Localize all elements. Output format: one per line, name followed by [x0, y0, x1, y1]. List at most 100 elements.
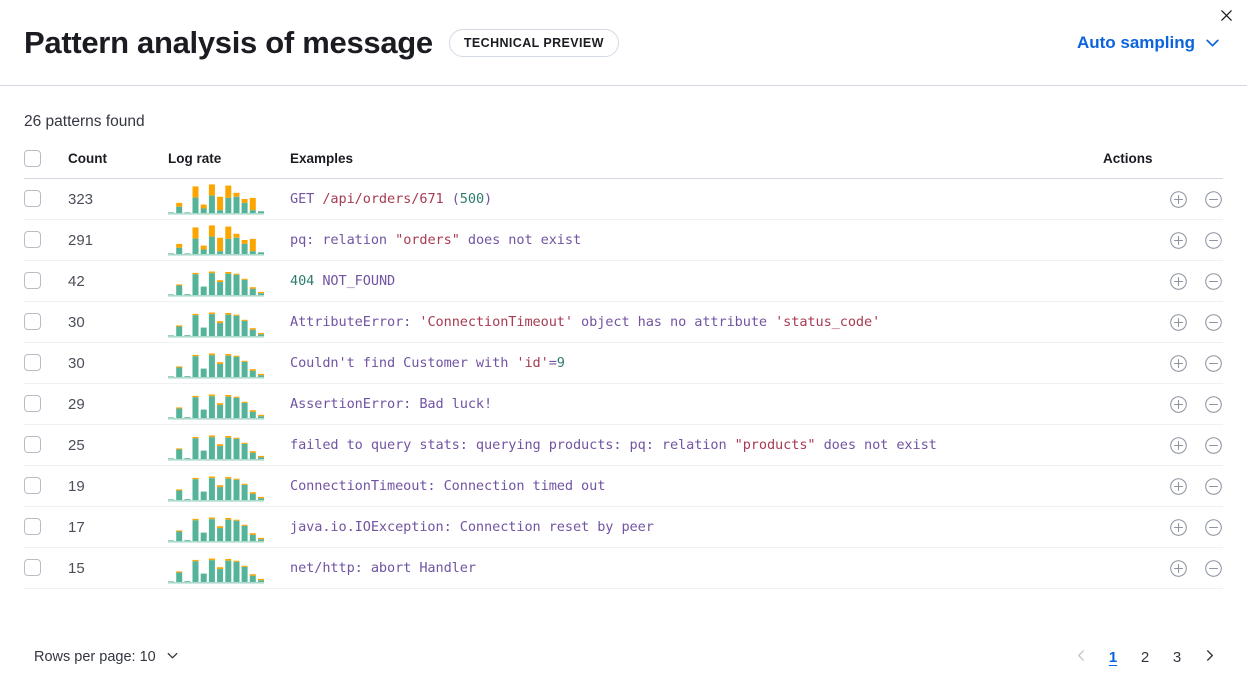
- select-all-checkbox[interactable]: [24, 150, 41, 167]
- circle-plus-icon[interactable]: [1169, 354, 1188, 373]
- circle-minus-icon[interactable]: [1204, 231, 1223, 250]
- row-log-rate-sparkline: [168, 342, 290, 384]
- row-count: 30: [68, 342, 168, 384]
- row-example-message: 404 NOT_FOUND: [290, 260, 1103, 302]
- row-example-message: AttributeError: 'ConnectionTimeout' obje…: [290, 301, 1103, 343]
- table-header-row: Count Log rate Examples Actions: [24, 150, 1223, 179]
- row-log-rate-sparkline: [168, 178, 290, 220]
- circle-plus-icon[interactable]: [1169, 231, 1188, 250]
- row-actions: [1103, 178, 1223, 220]
- chevron-down-icon: [165, 648, 180, 667]
- close-icon: [1219, 8, 1234, 26]
- row-select-cell: [24, 178, 68, 220]
- circle-plus-icon[interactable]: [1169, 559, 1188, 578]
- row-log-rate-sparkline: [168, 424, 290, 466]
- circle-minus-icon[interactable]: [1204, 313, 1223, 332]
- row-count: 25: [68, 424, 168, 466]
- row-log-rate-sparkline: [168, 260, 290, 302]
- row-checkbox[interactable]: [24, 354, 41, 372]
- row-example-message: java.io.IOException: Connection reset by…: [290, 506, 1103, 548]
- pagination-next-button[interactable]: [1195, 643, 1223, 671]
- row-actions: [1103, 219, 1223, 261]
- row-select-cell: [24, 260, 68, 302]
- table-row[interactable]: 30 AttributeError: 'ConnectionTimeout' ob…: [24, 301, 1223, 343]
- rows-per-page-button[interactable]: Rows per page: 10: [24, 644, 190, 671]
- row-checkbox[interactable]: [24, 395, 41, 413]
- row-log-rate-sparkline: [168, 547, 290, 589]
- column-header-actions: Actions: [1103, 150, 1223, 179]
- row-checkbox[interactable]: [24, 231, 41, 249]
- row-checkbox[interactable]: [24, 190, 41, 208]
- column-header-examples[interactable]: Examples: [290, 150, 1103, 179]
- row-select-cell: [24, 547, 68, 589]
- row-checkbox[interactable]: [24, 313, 41, 331]
- row-select-cell: [24, 219, 68, 261]
- row-checkbox[interactable]: [24, 477, 41, 495]
- row-select-cell: [24, 301, 68, 343]
- pagination-page-2[interactable]: 2: [1131, 643, 1159, 671]
- circle-minus-icon[interactable]: [1204, 395, 1223, 414]
- row-example-message: pq: relation "orders" does not exist: [290, 219, 1103, 261]
- chevron-right-icon: [1202, 648, 1217, 666]
- row-log-rate-sparkline: [168, 506, 290, 548]
- circle-plus-icon[interactable]: [1169, 518, 1188, 537]
- row-log-rate-sparkline: [168, 301, 290, 343]
- pagination-page-1[interactable]: 1: [1099, 643, 1127, 671]
- circle-plus-icon[interactable]: [1169, 436, 1188, 455]
- header-actions: Auto sampling: [1075, 29, 1223, 57]
- select-all-header: [24, 150, 68, 179]
- circle-minus-icon[interactable]: [1204, 518, 1223, 537]
- row-log-rate-sparkline: [168, 219, 290, 261]
- row-checkbox[interactable]: [24, 518, 41, 536]
- circle-minus-icon[interactable]: [1204, 190, 1223, 209]
- circle-minus-icon[interactable]: [1204, 559, 1223, 578]
- pagination-page-3[interactable]: 3: [1163, 643, 1191, 671]
- row-log-rate-sparkline: [168, 383, 290, 425]
- row-example-message: ConnectionTimeout: Connection timed out: [290, 465, 1103, 507]
- row-example-message: net/http: abort Handler: [290, 547, 1103, 589]
- row-checkbox[interactable]: [24, 272, 41, 290]
- circle-minus-icon[interactable]: [1204, 477, 1223, 496]
- row-select-cell: [24, 506, 68, 548]
- circle-plus-icon[interactable]: [1169, 272, 1188, 291]
- circle-minus-icon[interactable]: [1204, 272, 1223, 291]
- close-button[interactable]: [1212, 3, 1240, 31]
- row-example-message: AssertionError: Bad luck!: [290, 383, 1103, 425]
- row-count: 30: [68, 301, 168, 343]
- pagination-previous-button[interactable]: [1067, 643, 1095, 671]
- row-select-cell: [24, 424, 68, 466]
- circle-plus-icon[interactable]: [1169, 190, 1188, 209]
- circle-plus-icon[interactable]: [1169, 477, 1188, 496]
- flyout-header: Pattern analysis of message TECHNICAL PR…: [0, 0, 1247, 86]
- column-header-count[interactable]: Count: [68, 150, 168, 179]
- chevron-down-icon: [1204, 34, 1221, 51]
- row-select-cell: [24, 383, 68, 425]
- row-log-rate-sparkline: [168, 465, 290, 507]
- row-checkbox[interactable]: [24, 436, 41, 454]
- row-checkbox[interactable]: [24, 559, 41, 577]
- circle-plus-icon[interactable]: [1169, 395, 1188, 414]
- header-title-group: Pattern analysis of message TECHNICAL PR…: [24, 24, 619, 62]
- circle-minus-icon[interactable]: [1204, 354, 1223, 373]
- circle-minus-icon[interactable]: [1204, 436, 1223, 455]
- column-header-log-rate[interactable]: Log rate: [168, 150, 290, 179]
- row-actions: [1103, 383, 1223, 425]
- auto-sampling-button[interactable]: Auto sampling: [1075, 29, 1223, 57]
- row-actions: [1103, 547, 1223, 589]
- flyout-body: 26 patterns found Count Log rate Example…: [0, 86, 1247, 589]
- circle-plus-icon[interactable]: [1169, 313, 1188, 332]
